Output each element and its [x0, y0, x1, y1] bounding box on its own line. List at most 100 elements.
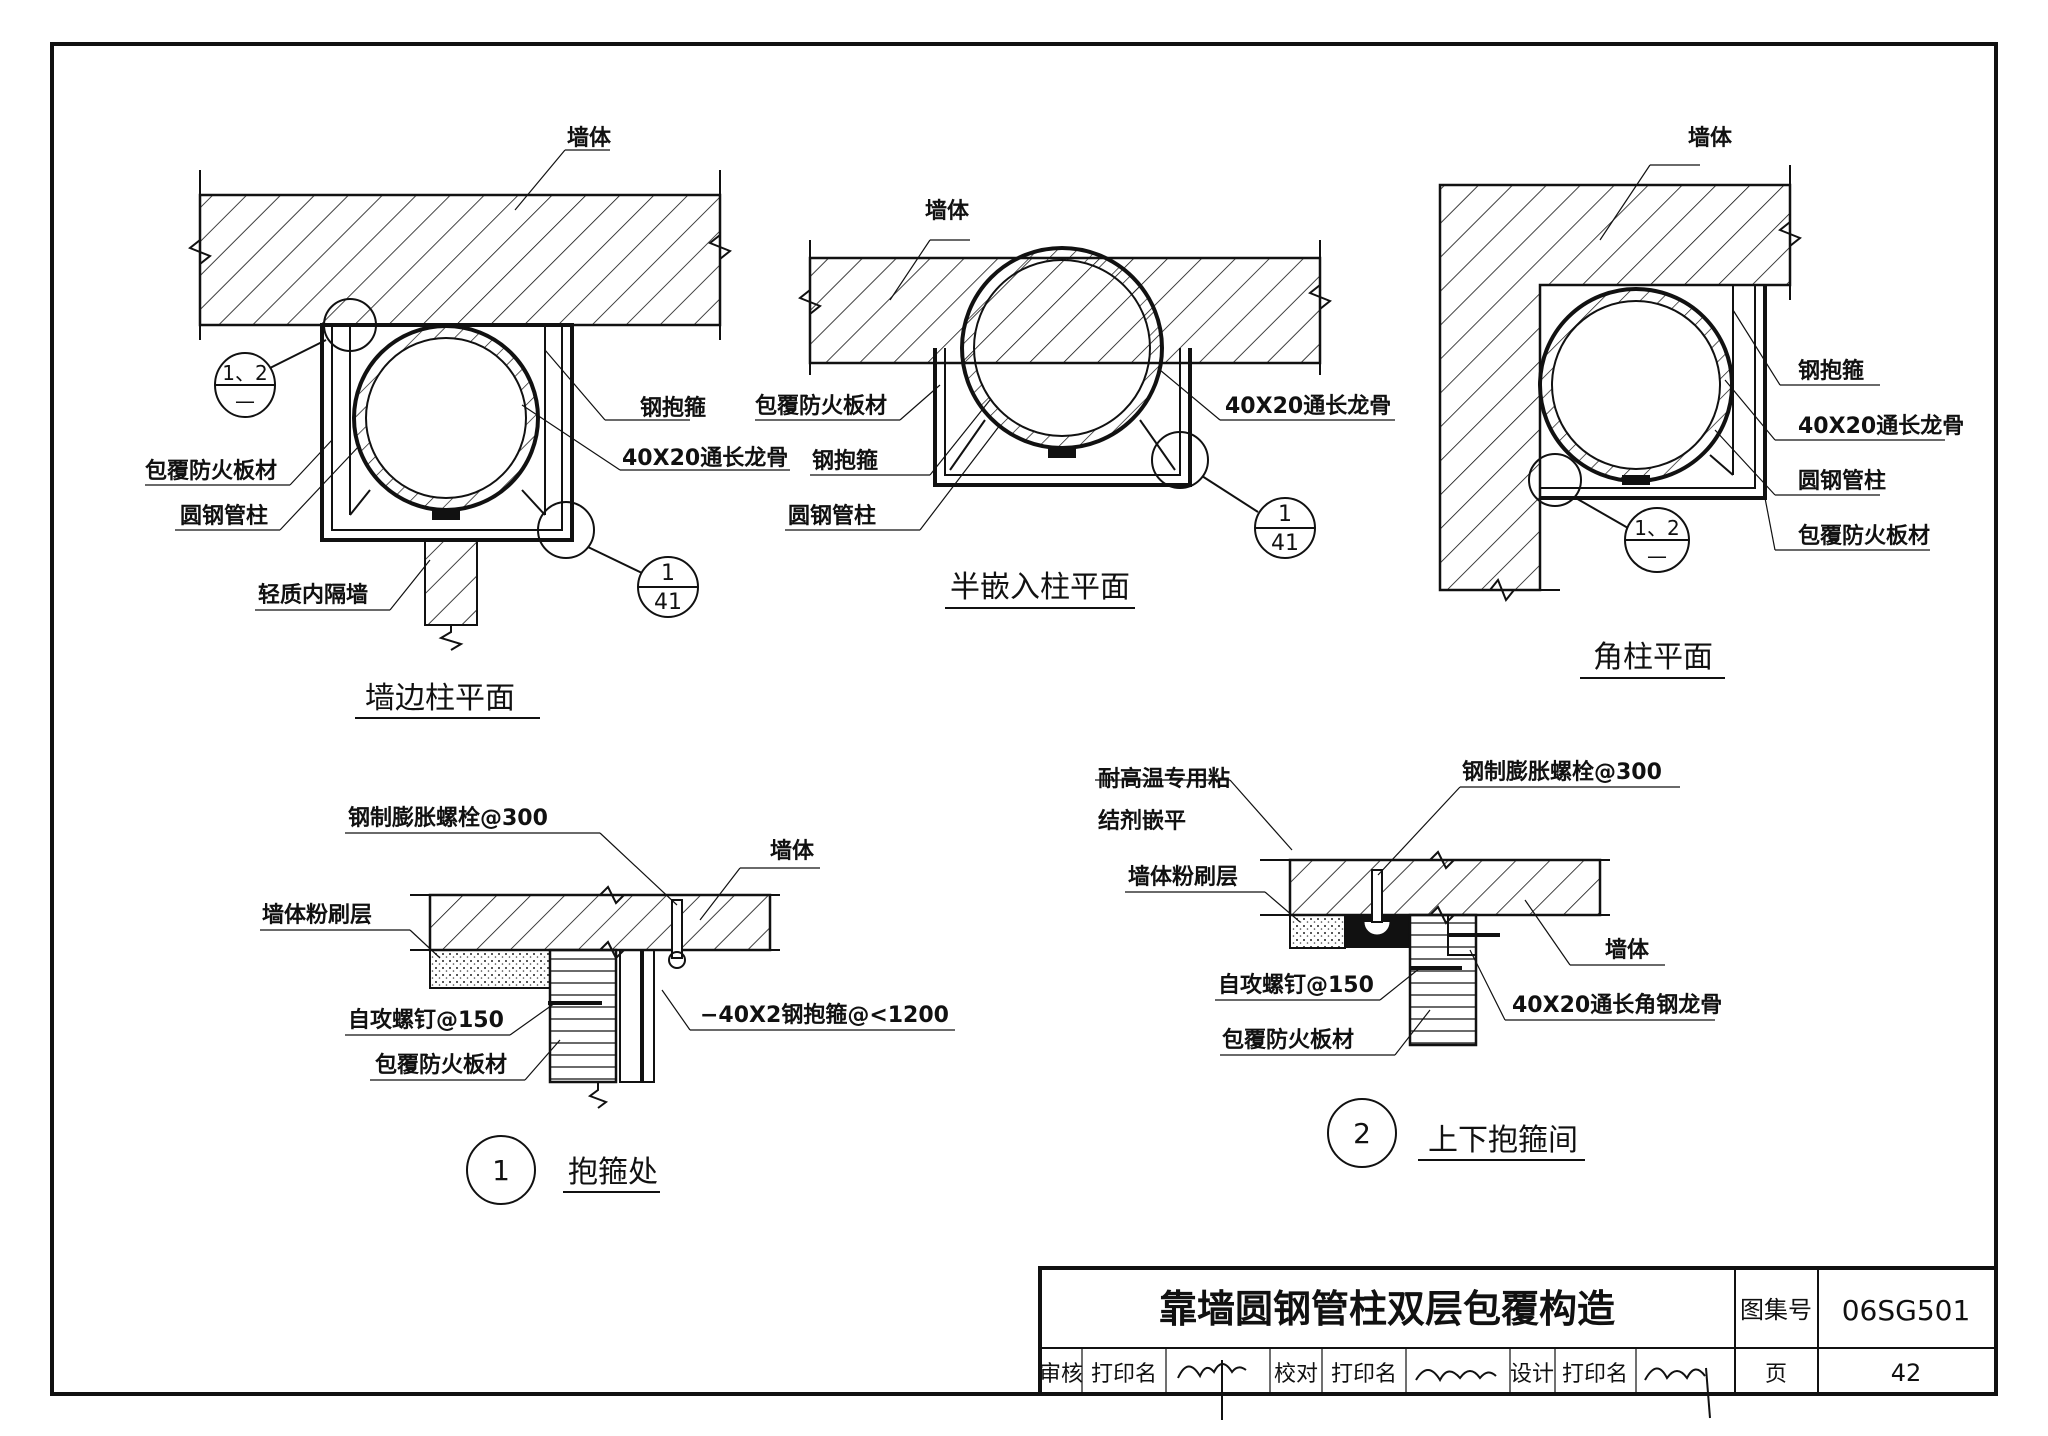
board-leader	[1764, 497, 1776, 551]
check-label: 校对	[1274, 1362, 1318, 1387]
detail-circle-12	[1528, 453, 1582, 507]
label-column: 圆钢管柱	[180, 503, 268, 529]
inner-board	[944, 348, 1181, 476]
detail-circle-141	[537, 501, 595, 559]
ref-141-top: 1	[1278, 502, 1292, 527]
wall-slab	[198, 193, 722, 327]
label-partition: 轻质内隔墙	[258, 582, 368, 608]
steel-column-inner	[365, 337, 527, 499]
expansion-bolt	[671, 899, 683, 959]
column-leader	[279, 444, 361, 531]
hoop-bolt	[432, 510, 460, 520]
ref-12-top: 1、2	[222, 361, 267, 385]
break-line-left	[798, 240, 822, 375]
ref-141-top: 1	[661, 561, 675, 586]
detail-circle-12	[323, 298, 377, 352]
board-leader	[1394, 1009, 1431, 1056]
hoop-left	[349, 489, 371, 516]
hoop-leader	[1732, 309, 1781, 386]
partition-wall	[424, 539, 478, 626]
keel-leader	[521, 404, 621, 471]
partition-leader	[389, 559, 431, 611]
steel-column-inner	[1551, 300, 1721, 470]
wall-leader	[699, 867, 741, 921]
ref-leader	[587, 546, 643, 574]
label-hoop: 钢抱箍	[1798, 358, 1864, 384]
label-keel: 40X20通长角钢龙骨	[1512, 992, 1722, 1018]
label-adhesive: 结剂嵌平	[1098, 808, 1186, 834]
ref-141-bottom: 41	[654, 590, 682, 615]
wall-slab	[1288, 858, 1602, 917]
wall-leader	[889, 239, 931, 301]
label-board: 包覆防火板材	[1798, 523, 1930, 549]
board-leader	[289, 439, 333, 486]
label-board: 包覆防火板材	[755, 393, 887, 419]
label-wall: 墙体	[1605, 938, 1650, 963]
column-wall-hatch	[1540, 289, 1732, 481]
plan-half-embedded-column	[755, 239, 1395, 609]
detail-number: 2	[1353, 1117, 1371, 1150]
label-keel: 40X20通长龙骨	[622, 446, 788, 471]
ref-leader	[1201, 475, 1259, 513]
drawing-title: 靠墙圆钢管柱双层包覆构造	[1159, 1287, 1615, 1331]
adhesive-notch	[1364, 921, 1390, 935]
page-label: 页	[1765, 1362, 1787, 1387]
screw-leader	[509, 1002, 556, 1036]
hoop-strip	[619, 949, 655, 1083]
print-name-label: 打印名	[1091, 1362, 1157, 1387]
screw-leader	[1379, 967, 1421, 1001]
print-name-label: 打印名	[1562, 1362, 1628, 1387]
title-corner-plan: 角柱平面	[1593, 640, 1713, 675]
keel-leader	[1724, 379, 1776, 441]
label-keel: 40X20通长龙骨	[1225, 394, 1391, 419]
expansion-bolt	[1371, 869, 1383, 923]
hoop-right	[1709, 454, 1734, 476]
label-column: 圆钢管柱	[788, 503, 876, 529]
hoop-leader	[929, 399, 991, 476]
atlas-number: 06SG501	[1842, 1294, 1971, 1327]
break-line-right	[1308, 240, 1332, 375]
fireproof-board	[933, 348, 1192, 487]
break-line-left	[188, 170, 212, 340]
label-hoop: 钢抱箍	[812, 448, 878, 474]
title-block	[1038, 1266, 1998, 1420]
board-leader	[524, 1039, 561, 1081]
label-adhesive: 耐高温专用粘	[1098, 766, 1230, 792]
column-wall-hatch	[354, 325, 539, 511]
partition-break	[438, 625, 464, 651]
plaster-layer	[429, 949, 551, 989]
designer-signature	[1644, 1367, 1706, 1381]
fireproof-board-stack	[548, 948, 618, 1084]
wall-leader	[514, 149, 566, 211]
break-line-bottom	[1440, 578, 1560, 602]
wall-slab	[428, 893, 772, 952]
hoop-bolt	[1048, 448, 1076, 458]
column-leader	[1714, 429, 1776, 496]
review-label: 审核	[1039, 1362, 1083, 1387]
sheet-border	[50, 42, 1998, 1396]
label-board: 包覆防火板材	[1222, 1027, 1354, 1053]
page-number: 42	[1891, 1359, 1922, 1387]
detail-number-circle	[1327, 1098, 1397, 1168]
plan-corner-column	[1438, 164, 1945, 679]
label-wall: 墙体	[770, 839, 815, 864]
title-detail-2: 上下抱箍间	[1428, 1123, 1578, 1158]
title-detail-1: 抱箍处	[568, 1155, 658, 1190]
wall-leader	[1524, 899, 1571, 966]
wall-leader	[1599, 164, 1651, 241]
detail-1-hoop-section	[260, 832, 955, 1205]
plaster-leader	[1264, 891, 1301, 923]
keel-leader	[1469, 949, 1506, 1021]
ref-12-bottom: —	[235, 389, 255, 413]
ref-12-top: 1、2	[1634, 516, 1679, 540]
label-board: 包覆防火板材	[145, 458, 277, 484]
plan-wall-edge-column	[145, 149, 790, 719]
hoop-right	[1139, 419, 1176, 471]
label-bolt: 钢制膨胀螺栓@300	[1462, 759, 1662, 785]
label-bolt: 钢制膨胀螺栓@300	[348, 805, 548, 831]
ref-leader	[1573, 496, 1629, 529]
label-plaster: 墙体粉刷层	[1128, 865, 1238, 890]
reviewer-signature	[1177, 1363, 1247, 1379]
ref-141-bottom: 41	[1271, 531, 1299, 556]
